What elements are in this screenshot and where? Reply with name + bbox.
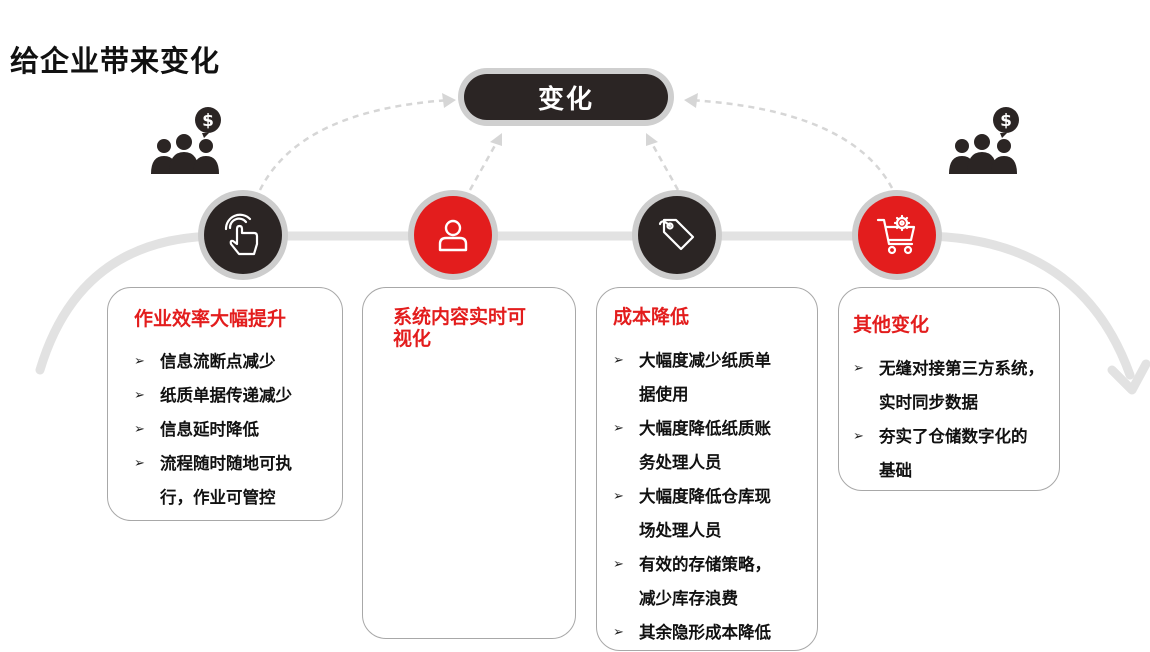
arrowhead-mid-right (646, 133, 658, 146)
svg-text:$: $ (1000, 111, 1012, 131)
card-efficiency: 作业效率大幅提升 信息流断点减少 纸质单据传递减少 信息延时降低 流程随时随地可… (107, 287, 343, 521)
list-item: 有效的存储策略，减少库存浪费 (613, 548, 817, 616)
card-realtime: 系统内容实时可 视化 (362, 287, 576, 639)
people-money-icon-left: $ (151, 107, 221, 174)
svg-text:$: $ (202, 111, 214, 131)
card-title: 作业效率大幅提升 (134, 308, 287, 330)
node-efficiency (198, 190, 288, 280)
page-title: 给企业带来变化 (10, 44, 221, 78)
node-realtime (408, 190, 498, 280)
list-item: 信息延时降低 (134, 413, 342, 447)
arrowhead-right (684, 93, 698, 108)
list-item: 纸质单据传递减少 (134, 379, 342, 413)
shopping-cart-gear-icon (876, 214, 916, 255)
dashed-arrow-mid-right (648, 139, 680, 191)
change-label: 变化 (464, 74, 668, 120)
person-icon (438, 219, 468, 252)
arrowhead-mid-left (490, 133, 502, 146)
card-title: 其他变化 (853, 314, 930, 336)
list-item: 信息流断点减少 (134, 345, 342, 379)
node-other (852, 190, 942, 280)
people-money-icon-right: $ (949, 107, 1019, 174)
price-tag-icon (658, 218, 695, 251)
flow-arrowhead (1107, 359, 1150, 395)
card-title: 成本降低 (613, 306, 690, 328)
node-cost (632, 190, 722, 280)
card-title: 系统内容实时可 视化 (393, 306, 527, 350)
dashed-arrow-right (689, 98, 894, 189)
list-item: 其余隐形成本降低 (613, 616, 817, 650)
change-pill: 变化 (458, 68, 674, 126)
list-item: 无缝对接第三方系统，实时同步数据 (853, 352, 1059, 420)
dashed-arrow-left (258, 98, 451, 191)
dashed-arrow-mid-left (468, 139, 500, 191)
hand-touch-icon (224, 213, 259, 256)
arrowhead-left (442, 93, 456, 108)
